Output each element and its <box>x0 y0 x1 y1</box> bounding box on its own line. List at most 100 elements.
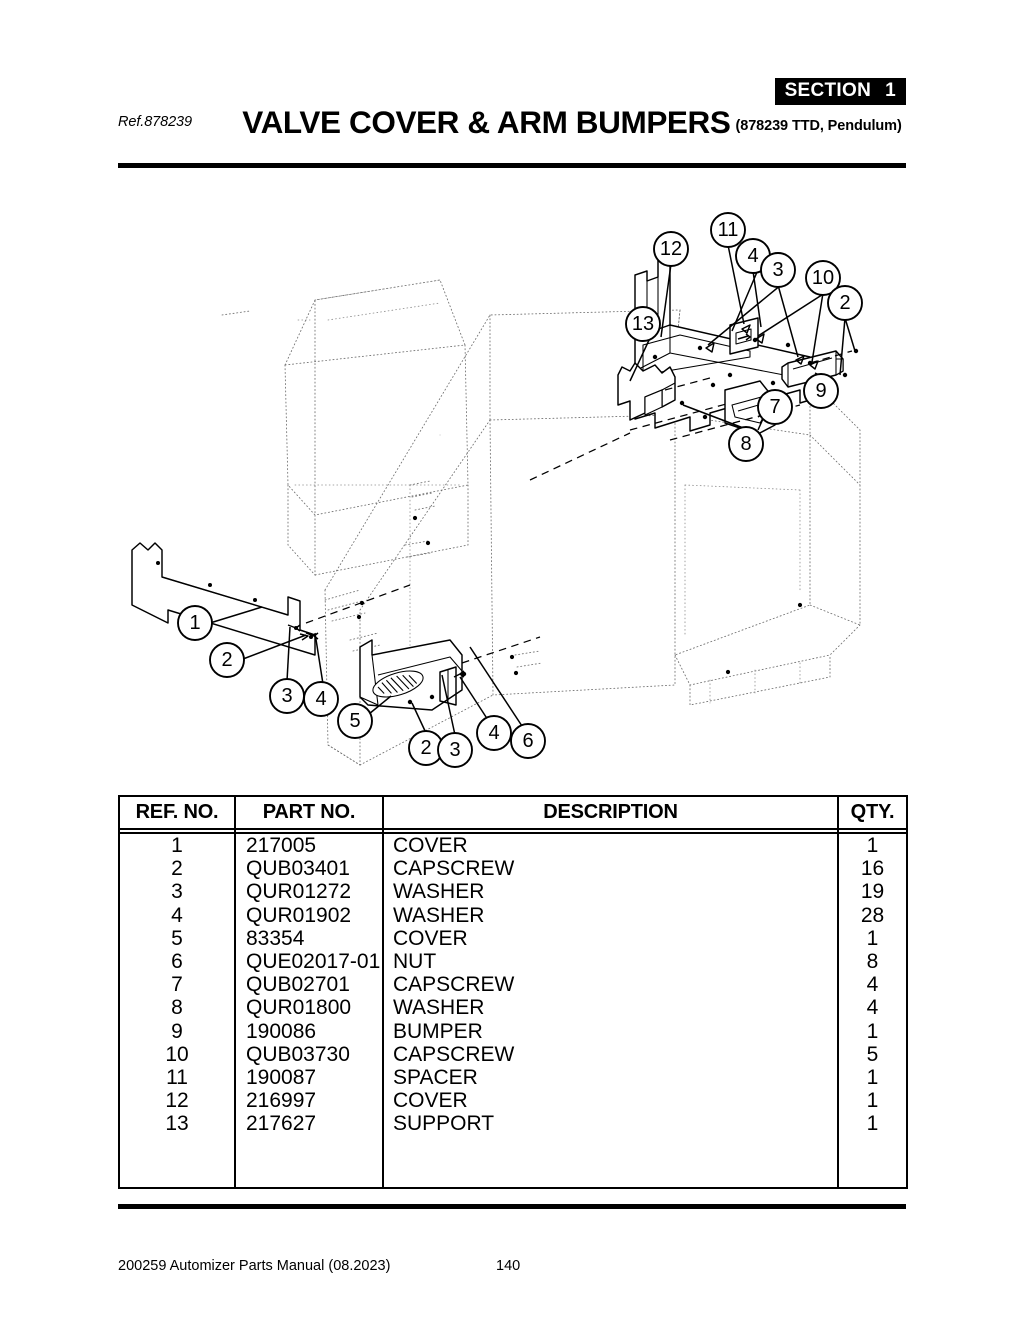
cell-qty: 1 <box>837 1066 908 1090</box>
cell-ref: 8 <box>118 996 236 1020</box>
column-header-ref: REF. NO. <box>118 795 236 830</box>
cell-ref: 13 <box>118 1112 236 1136</box>
cell-qty: 1 <box>837 1019 908 1043</box>
cell-qty: 5 <box>837 1042 908 1067</box>
svg-text:3: 3 <box>772 259 783 281</box>
callout-leaders <box>209 244 856 736</box>
cell-part: 190087 <box>234 1066 384 1090</box>
svg-text:2: 2 <box>420 737 431 759</box>
callout-6: 6 <box>510 723 546 759</box>
cell-qty: 16 <box>837 857 908 881</box>
svg-text:4: 4 <box>315 688 326 710</box>
svg-text:11: 11 <box>718 219 739 241</box>
cell-description: COVER <box>382 1089 839 1113</box>
cell-description: CAPSCREW <box>382 857 839 881</box>
upper-right-assembly <box>529 256 859 481</box>
callout-1: 1 <box>177 605 213 641</box>
vent-oval <box>372 670 424 698</box>
table-filler-row <box>118 1135 908 1189</box>
cell-description: COVER <box>382 926 839 951</box>
cell-qty: 1 <box>837 926 908 951</box>
cell-part: QUR01272 <box>234 880 384 904</box>
callout-2: 2 <box>209 642 245 678</box>
callout-13: 13 <box>625 306 661 342</box>
svg-text:12: 12 <box>660 238 682 260</box>
header-divider <box>118 163 906 168</box>
cell-part: 83354 <box>234 926 384 951</box>
table-header-row: REF. NO. PART NO. DESCRIPTION QTY. <box>118 795 908 830</box>
callout-10: 10 <box>805 260 841 296</box>
cell-part: QUR01902 <box>234 903 384 927</box>
svg-text:3: 3 <box>449 739 460 761</box>
cell-description: BUMPER <box>382 1019 839 1043</box>
cell-qty: 1 <box>837 1089 908 1113</box>
callout-balloons: 1 2 3 4 5 2 3 4 6 11 <box>177 212 863 768</box>
callout-5: 5 <box>337 703 373 739</box>
cell-description: CAPSCREW <box>382 973 839 997</box>
callout-3: 3 <box>269 678 305 714</box>
cell-part: QUE02017-01 <box>234 950 384 974</box>
cell-ref: 10 <box>118 1042 236 1067</box>
cell-qty: 8 <box>837 950 908 974</box>
callout-9: 9 <box>803 373 839 409</box>
svg-text:8: 8 <box>740 433 751 455</box>
footer-document-label: 200259 Automizer Parts Manual (08.2023) <box>118 1258 391 1274</box>
cell-part: QUB03730 <box>234 1042 384 1067</box>
svg-text:4: 4 <box>488 722 499 744</box>
cell-ref: 7 <box>118 973 236 997</box>
cell-part: 217005 <box>234 833 384 858</box>
section-number: 1 <box>885 80 896 101</box>
callout-2c: 2 <box>827 285 863 321</box>
callout-4: 4 <box>303 681 339 717</box>
cell-ref: 5 <box>118 926 236 951</box>
svg-text:5: 5 <box>349 710 360 732</box>
section-badge: SECTION 1 <box>774 78 906 105</box>
page-title-subtitle: (878239 TTD, Pendulum) <box>735 118 902 134</box>
svg-text:9: 9 <box>815 380 826 402</box>
callout-4b: 4 <box>476 715 512 751</box>
cell-qty: 19 <box>837 880 908 904</box>
cell-ref: 1 <box>118 833 236 858</box>
column-header-part: PART NO. <box>234 795 384 830</box>
footer-divider <box>118 1204 906 1209</box>
cell-description: COVER <box>382 833 839 858</box>
cell-ref: 4 <box>118 903 236 927</box>
svg-text:2: 2 <box>221 649 232 671</box>
column-header-desc: DESCRIPTION <box>382 795 839 830</box>
exploded-parts-diagram: 1 2 3 4 5 2 3 4 6 11 <box>110 185 910 785</box>
cell-qty: 1 <box>837 833 908 858</box>
callout-3c: 3 <box>760 252 796 288</box>
page-title-main: VALVE COVER & ARM BUMPERS <box>242 104 731 140</box>
section-label: SECTION <box>784 80 872 101</box>
cell-qty: 4 <box>837 973 908 997</box>
column-header-qty: QTY. <box>837 795 908 830</box>
page-title: VALVE COVER & ARM BUMPERS(878239 TTD, Pe… <box>238 104 906 141</box>
cell-ref: 2 <box>118 857 236 881</box>
cell-part: QUR01800 <box>234 996 384 1020</box>
callout-7: 7 <box>757 389 793 425</box>
callout-11: 11 <box>710 212 746 248</box>
cell-description: WASHER <box>382 903 839 927</box>
svg-text:4: 4 <box>747 245 758 267</box>
cell-ref: 12 <box>118 1089 236 1113</box>
lower-center-cover <box>359 636 541 711</box>
svg-text:3: 3 <box>281 685 292 707</box>
cell-qty: 4 <box>837 996 908 1020</box>
svg-text:1: 1 <box>189 612 200 634</box>
cell-part: QUB02701 <box>234 973 384 997</box>
svg-text:7: 7 <box>769 396 780 418</box>
callout-8: 8 <box>728 426 764 462</box>
cell-qty: 1 <box>837 1112 908 1136</box>
svg-text:10: 10 <box>812 267 834 289</box>
